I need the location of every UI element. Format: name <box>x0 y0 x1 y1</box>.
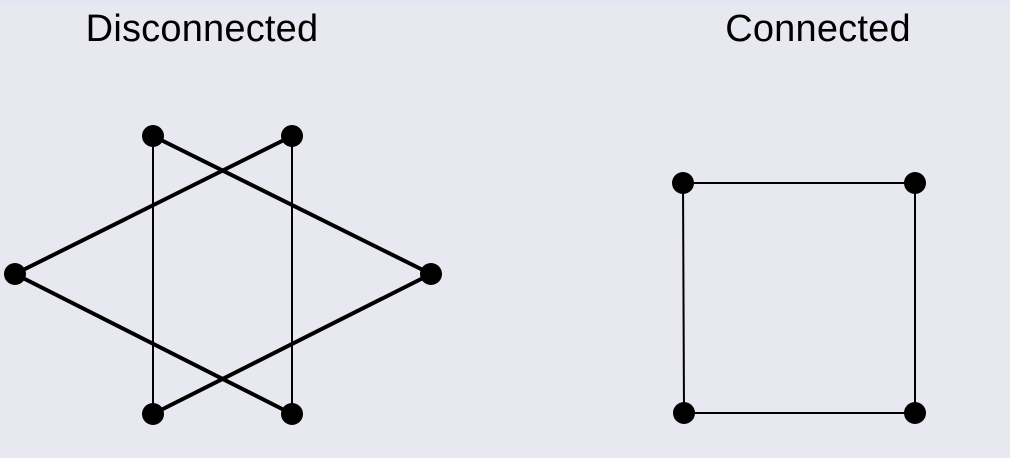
graph-node <box>673 402 695 424</box>
connected-graph <box>672 172 926 424</box>
disconnected-graph-two-edge-component <box>152 136 293 414</box>
graph-edge <box>14 134 293 276</box>
disconnected-graph-diamond-component <box>14 134 432 416</box>
panel-title-connected: Connected <box>725 8 911 50</box>
graph-node <box>904 402 926 424</box>
connected-graph-square-component <box>682 182 916 414</box>
graph-node <box>672 172 694 194</box>
graph-node <box>281 403 303 425</box>
top-edge-strip <box>0 0 1010 5</box>
panel-title-disconnected: Disconnected <box>85 8 319 50</box>
graph-edge <box>152 272 432 416</box>
disconnected-graph <box>4 125 442 425</box>
graph-node <box>142 125 164 147</box>
graph-node <box>142 403 164 425</box>
graph-edge <box>682 182 685 414</box>
graph-node <box>420 263 442 285</box>
graph-edge <box>14 272 293 416</box>
graph-node <box>4 263 26 285</box>
graph-node <box>904 172 926 194</box>
graph-node <box>281 125 303 147</box>
graph-edge <box>152 134 432 276</box>
